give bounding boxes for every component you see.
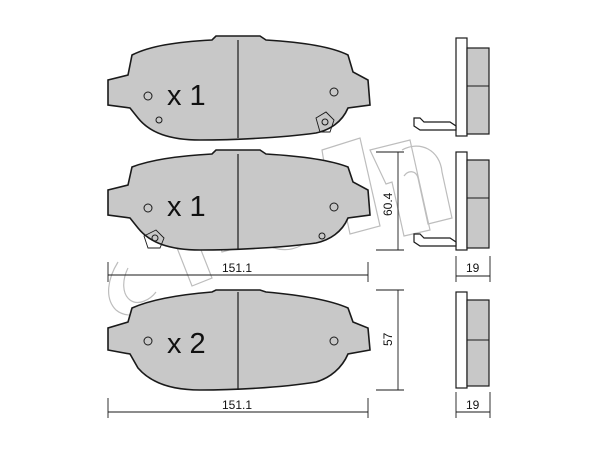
dimension-width-lower: 151.1 xyxy=(107,398,369,418)
pad-3-quantity-label: x 2 xyxy=(167,328,206,360)
side-view-3-friction xyxy=(466,299,490,387)
dimension-width-upper-label: 151.1 xyxy=(222,261,252,275)
pad-3-rivet-left xyxy=(143,336,153,346)
dimension-width-upper: 151.1 xyxy=(107,261,369,282)
dimension-thickness-lower: 19 xyxy=(455,392,491,418)
side-view-3-backplate xyxy=(455,291,468,389)
pad-1-rivet-left xyxy=(143,91,153,101)
dimension-thickness-lower-label: 19 xyxy=(466,398,480,412)
pad-2-clip-hole xyxy=(151,234,159,242)
side-view-2 xyxy=(413,151,490,251)
pad-3-outline xyxy=(107,289,371,391)
pad-1-rivet-lower xyxy=(155,116,163,124)
pad-1-outline xyxy=(107,35,371,141)
pad-2-wear-clip xyxy=(143,229,165,249)
pad-3: x 2 xyxy=(107,289,371,391)
dimension-width-lower-label: 151.1 xyxy=(222,398,252,412)
pad-1-rivet-right xyxy=(329,87,339,97)
pad-1-quantity-label: x 1 xyxy=(167,80,206,112)
pad-2-rivet-lower xyxy=(318,232,326,240)
dimension-height-lower: 57 xyxy=(376,289,404,391)
pad-2-rivet-left xyxy=(143,203,153,213)
side-view-1 xyxy=(413,37,490,137)
dimension-thickness-upper: 19 xyxy=(455,256,491,282)
dimension-height-lower-label: 57 xyxy=(381,332,395,346)
side-view-1-backplate xyxy=(455,37,468,137)
dimension-height-upper-label: 60.4 xyxy=(381,192,395,216)
side-view-2-clip xyxy=(413,233,457,247)
pad-2-rivet-right xyxy=(329,202,339,212)
pad-2-quantity-label: x 1 xyxy=(167,191,206,223)
side-view-1-clip xyxy=(413,117,457,131)
pad-1-clip-hole xyxy=(321,118,329,126)
dimension-thickness-upper-label: 19 xyxy=(466,261,480,275)
pad-1-wear-clip xyxy=(315,111,335,133)
pad-1: x 1 xyxy=(107,35,371,141)
side-view-3 xyxy=(455,291,490,389)
pad-2-outline xyxy=(107,149,371,251)
pad-3-rivet-right xyxy=(329,336,339,346)
side-view-2-friction xyxy=(466,159,490,249)
pad-2: x 1 xyxy=(107,149,371,251)
dimension-height-upper: 60.4 xyxy=(376,151,404,251)
side-view-1-friction xyxy=(466,47,490,135)
side-view-2-backplate xyxy=(455,151,468,251)
